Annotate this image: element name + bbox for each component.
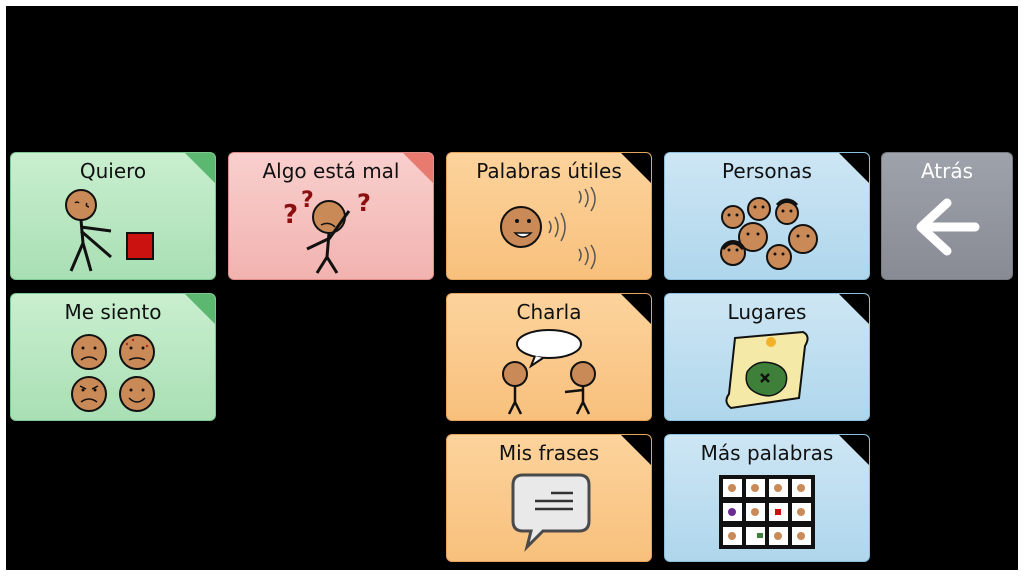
tile-label: Personas <box>722 159 812 183</box>
tile-quiero[interactable]: Quiero <box>10 152 216 280</box>
tile-personas[interactable]: Personas <box>664 152 870 280</box>
tile-label: Lugares <box>727 300 807 324</box>
tile-label: Atrás <box>920 159 974 183</box>
tile-algo-esta-mal[interactable]: Algo está mal ? ? ? <box>228 152 434 280</box>
folder-corner <box>839 153 869 183</box>
communication-board: Quiero Algo está mal ? ? ? <box>6 6 1018 570</box>
tile-label: Palabras útiles <box>476 159 622 183</box>
folder-corner <box>839 294 869 324</box>
folder-corner <box>621 153 651 183</box>
treasure-map-icon <box>725 330 809 410</box>
tile-me-siento[interactable]: Me siento <box>10 293 216 421</box>
folder-corner <box>185 294 215 324</box>
tile-label: Me siento <box>64 300 162 324</box>
svg-text:?: ? <box>357 189 371 217</box>
tile-label: Charla <box>516 300 582 324</box>
tile-atras[interactable]: Atrás <box>881 152 1013 280</box>
back-arrow-icon <box>916 198 980 256</box>
tile-lugares[interactable]: Lugares <box>664 293 870 421</box>
speaking-face-icon <box>500 187 596 270</box>
folder-corner <box>621 435 651 465</box>
svg-text:?: ? <box>283 200 298 230</box>
folder-corner <box>839 435 869 465</box>
two-people-talking-icon <box>502 329 596 415</box>
folder-corner <box>403 153 433 183</box>
tile-mas-palabras[interactable]: Más palabras <box>664 434 870 562</box>
tile-label: Mis frases <box>498 441 600 465</box>
tile-palabras-utiles[interactable]: Palabras útiles <box>446 152 652 280</box>
tile-charla[interactable]: Charla <box>446 293 652 421</box>
confused-person-icon: ? ? ? <box>283 188 371 274</box>
group-of-faces-icon <box>720 197 818 270</box>
folder-corner <box>621 294 651 324</box>
tile-label: Algo está mal <box>262 159 400 183</box>
svg-text:?: ? <box>301 188 314 213</box>
symbol-grid-icon <box>719 475 815 549</box>
emotion-faces-icon <box>71 334 155 412</box>
folder-corner <box>185 153 215 183</box>
speech-bubble-icon <box>511 473 591 552</box>
person-reaching-block-icon <box>65 189 154 272</box>
tile-mis-frases[interactable]: Mis frases <box>446 434 652 562</box>
tile-label: Más palabras <box>700 441 834 465</box>
tile-label: Quiero <box>79 159 147 183</box>
